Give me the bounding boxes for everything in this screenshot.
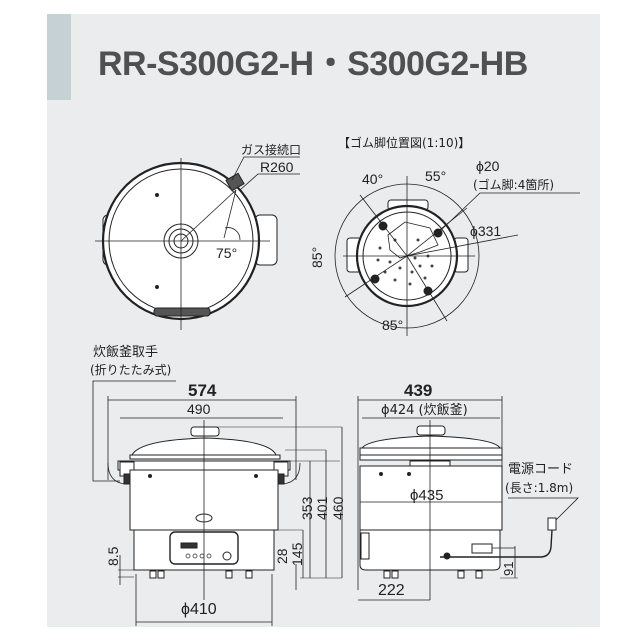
overall-width-label: 574	[188, 381, 217, 400]
radius-label: R260	[260, 159, 294, 175]
rubber-foot-view: 【ゴム脚位置図(1:10)】 ϕ	[309, 135, 580, 336]
power-cord-note: (長さ:1.8m)	[505, 481, 573, 495]
height-353-label: 353	[299, 496, 315, 520]
body-width-label: 490	[187, 401, 211, 417]
gas-connection-label: ガス接続口	[241, 142, 301, 157]
height-28-label: 28	[274, 548, 290, 564]
overall-depth-label: 439	[404, 381, 432, 400]
circle-diameter-label: ϕ331	[470, 223, 501, 239]
angle-40-label: 40°	[362, 171, 383, 187]
foot-count-note: (ゴム脚:4箇所)	[473, 177, 554, 192]
angle-75-label: 75°	[216, 245, 237, 261]
handle-note: (折りたたみ式)	[90, 362, 171, 377]
angle-85-bottom-label: 85°	[382, 317, 403, 333]
body-diameter-label: ϕ435	[410, 487, 443, 504]
model-title: RR-S300G2-H・S300G2-HB	[98, 45, 528, 83]
rubber-foot-heading: 【ゴム脚位置図(1:10)】	[338, 135, 470, 150]
height-401-label: 401	[314, 496, 330, 520]
title-accent-bar	[47, 14, 71, 100]
foot-height-label: 8.5	[105, 546, 121, 566]
height-145-label: 145	[289, 542, 305, 566]
side-view: 439 ϕ424 (炊飯釜) ϕ435	[357, 381, 579, 601]
angle-85-left-label: 85°	[309, 247, 325, 268]
base-diameter-label: ϕ410	[181, 601, 217, 618]
foot-diameter-label: ϕ20	[476, 158, 500, 174]
gas-height-label: 91	[501, 562, 516, 576]
rear-depth-label: 222	[378, 582, 405, 599]
angle-55-label: 55°	[425, 168, 446, 184]
height-460-label: 460	[330, 496, 346, 520]
front-view: 炊飯釜取手 (折りたたみ式) 574 490	[90, 345, 346, 626]
handle-label: 炊飯釜取手	[93, 345, 158, 360]
pot-diameter-label: ϕ424 (炊飯釜)	[381, 403, 468, 418]
top-view: ガス接続口 R260 75°	[95, 142, 301, 330]
power-cord-label: 電源コード	[508, 462, 573, 477]
